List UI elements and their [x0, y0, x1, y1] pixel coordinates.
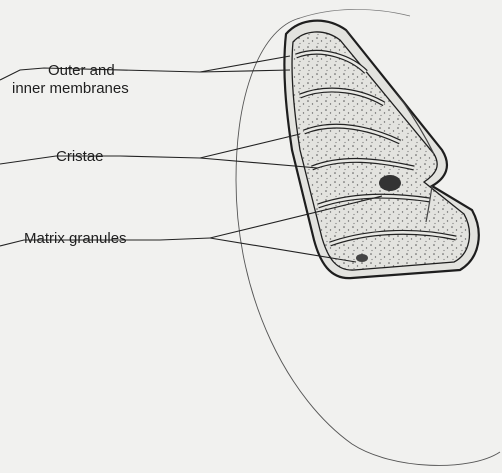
matrix-granule-small [356, 254, 368, 262]
label-outer-line1: Outer and [12, 62, 129, 80]
matrix-granule-dark [379, 175, 401, 191]
label-matrix-granules: Matrix granules [24, 230, 127, 248]
label-outer-inner-membranes: Outer and inner membranes [12, 62, 129, 98]
label-outer-line2: inner membranes [12, 80, 129, 98]
label-cristae: Cristae [56, 148, 104, 166]
cell-outline-top [300, 9, 410, 18]
mitochondrion-body [284, 21, 478, 279]
